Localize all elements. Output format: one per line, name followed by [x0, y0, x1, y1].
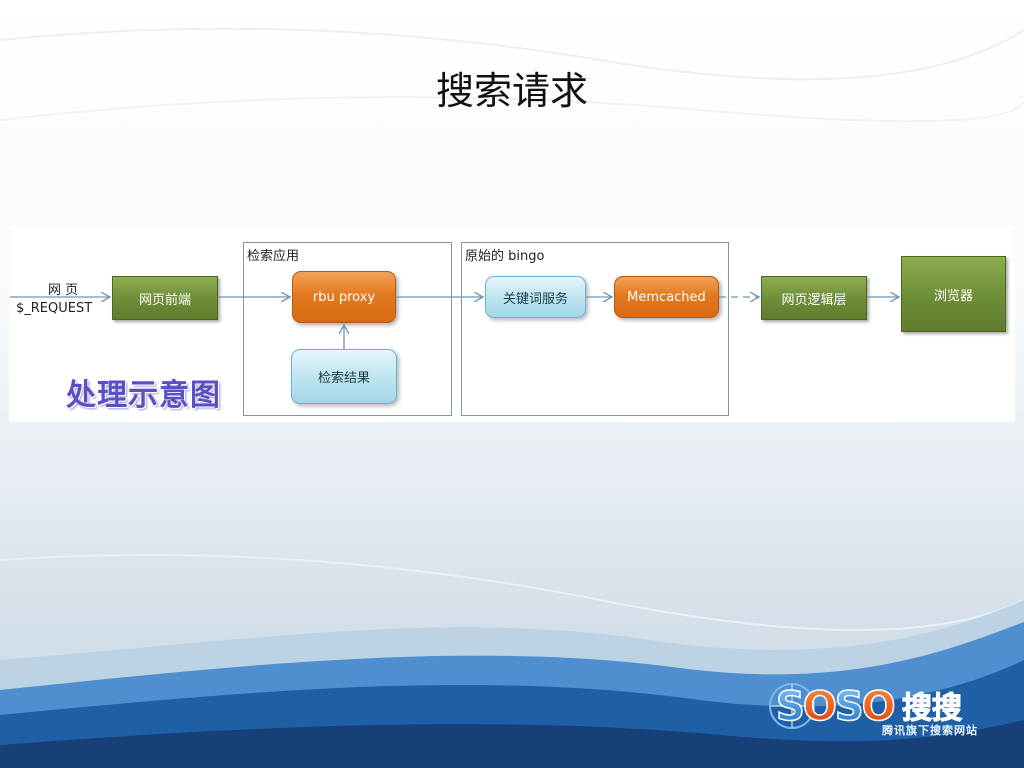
- logo-letter: O: [803, 684, 835, 730]
- group-search-app-label: 检索应用: [247, 249, 300, 264]
- node-keyword-service: 关键词服务: [485, 276, 586, 318]
- group-search-app: [243, 242, 452, 416]
- logo-subtitle: 腾讯旗下搜索网站: [882, 724, 978, 737]
- node-web-logic-layer: 网页逻辑层: [761, 276, 867, 320]
- logo-brand-latin: SOSO: [776, 684, 894, 730]
- logo-letter: S: [835, 684, 862, 730]
- node-browser: 浏览器: [901, 256, 1006, 332]
- group-original-bingo: [461, 242, 729, 416]
- group-original-bingo-label: 原始的 bingo: [465, 249, 545, 264]
- diagram-caption: 处理示意图: [66, 378, 221, 413]
- logo-letter: O: [862, 684, 894, 730]
- node-web-frontend: 网页前端: [112, 276, 218, 320]
- input-label-web: 网 页: [48, 283, 79, 298]
- slide-title: 搜索请求: [435, 69, 588, 113]
- diagram-panel: [9, 226, 1015, 422]
- logo-brand-cn: 搜搜: [902, 691, 962, 726]
- logo-letter: S: [776, 684, 803, 730]
- soso-logo: SOSO 搜搜: [769, 683, 963, 731]
- node-rbu-proxy: rbu proxy: [292, 271, 396, 323]
- node-memcached: Memcached: [614, 276, 719, 318]
- input-label-request: $_REQUEST: [16, 301, 93, 316]
- node-search-result: 检索结果: [291, 349, 397, 404]
